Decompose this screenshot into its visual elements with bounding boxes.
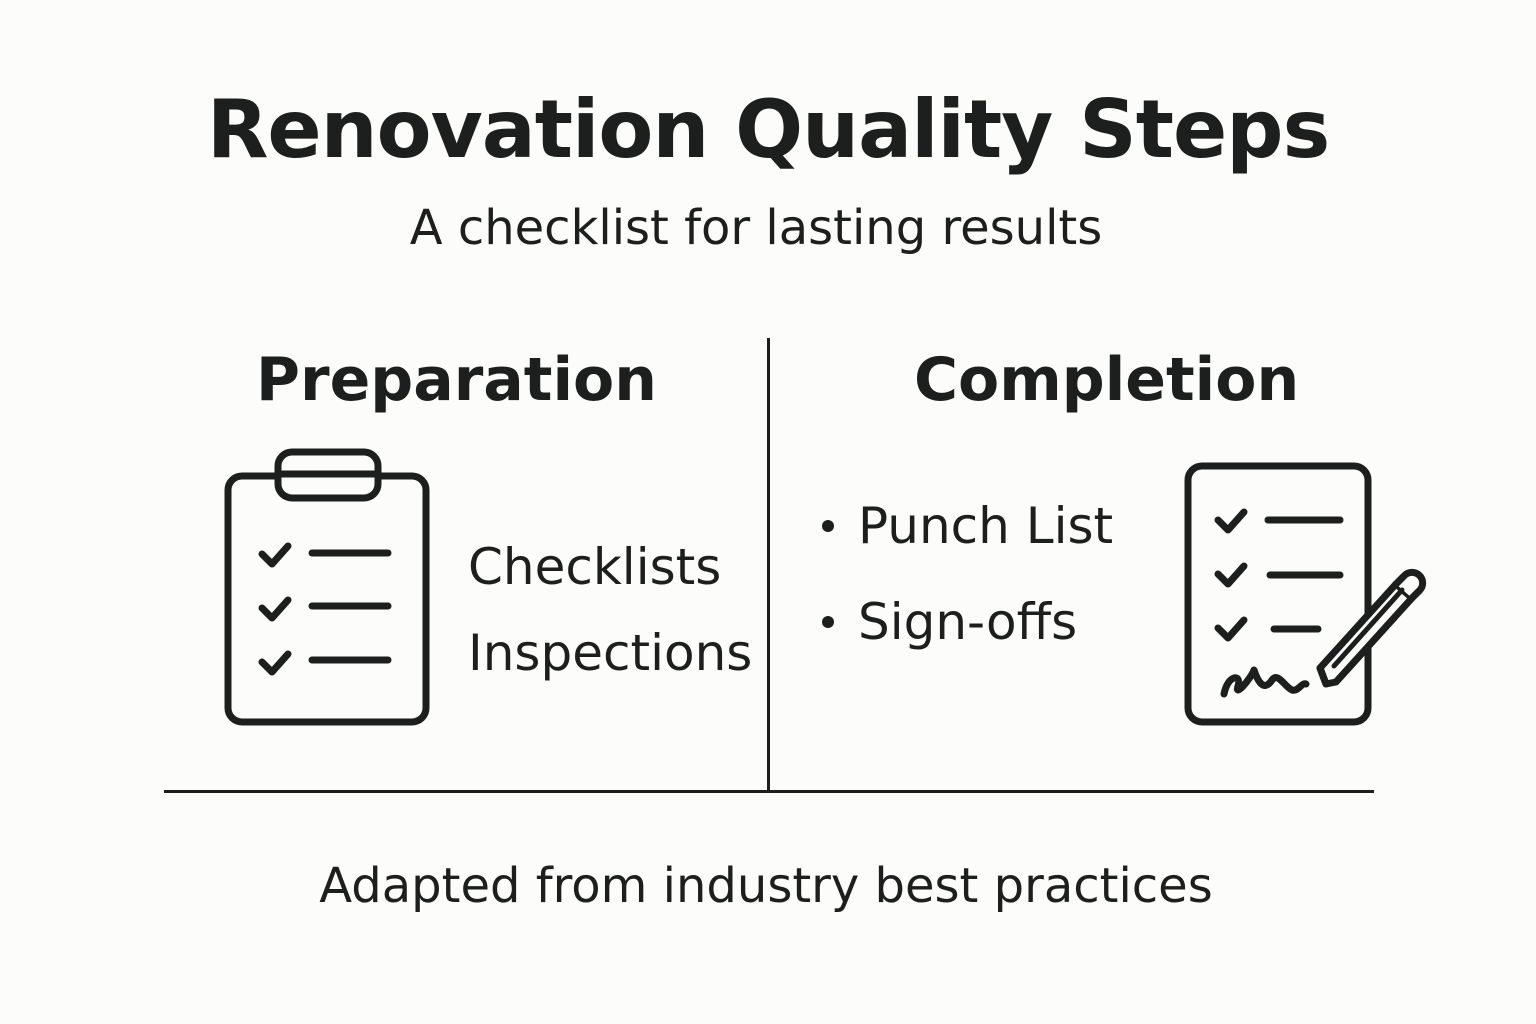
- completion-list: Punch List Sign-offs: [822, 478, 1113, 670]
- signed-checklist-pencil-icon: [1184, 462, 1427, 726]
- vertical-divider: [767, 338, 770, 793]
- completion-heading: Completion: [914, 345, 1300, 415]
- list-item-sign-offs: Sign-offs: [822, 574, 1113, 670]
- diagram-subtitle: A checklist for lasting results: [409, 200, 1103, 256]
- horizontal-divider: [164, 790, 1374, 793]
- list-item-label: Sign-offs: [858, 593, 1078, 651]
- bullet-icon: [822, 616, 834, 628]
- bullet-icon: [822, 520, 834, 532]
- list-item-inspections: Inspections: [468, 624, 753, 682]
- list-item-label: Punch List: [858, 497, 1114, 555]
- list-item-punch-list: Punch List: [822, 478, 1113, 574]
- list-item-checklists: Checklists: [468, 538, 722, 596]
- preparation-list: Checklists Inspections: [468, 524, 752, 696]
- footer-note: Adapted from industry best practices: [319, 858, 1213, 914]
- preparation-heading: Preparation: [256, 345, 657, 415]
- clipboard-checklist-icon: [224, 448, 430, 726]
- diagram-title: Renovation Quality Steps: [206, 83, 1330, 176]
